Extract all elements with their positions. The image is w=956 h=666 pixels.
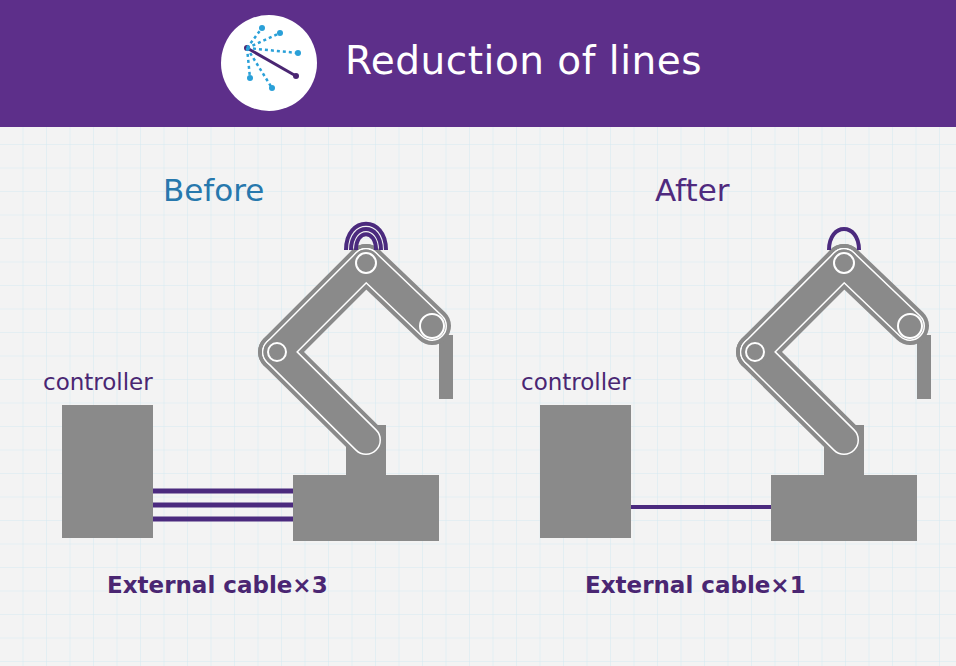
robot-after [631,229,931,541]
network-icon [244,25,301,91]
controller-box: controller [540,405,631,538]
robot-before [153,224,453,541]
header-title: Reduction of lines [345,38,702,83]
controller-box: controller [62,405,153,538]
section-heading: Before [163,172,264,208]
cable-count: External cable×1 [585,572,806,598]
cable-count: External cable×3 [107,572,328,598]
section-heading: After [655,172,729,208]
controller-label: controller [521,369,631,395]
controller-label: controller [43,369,153,395]
